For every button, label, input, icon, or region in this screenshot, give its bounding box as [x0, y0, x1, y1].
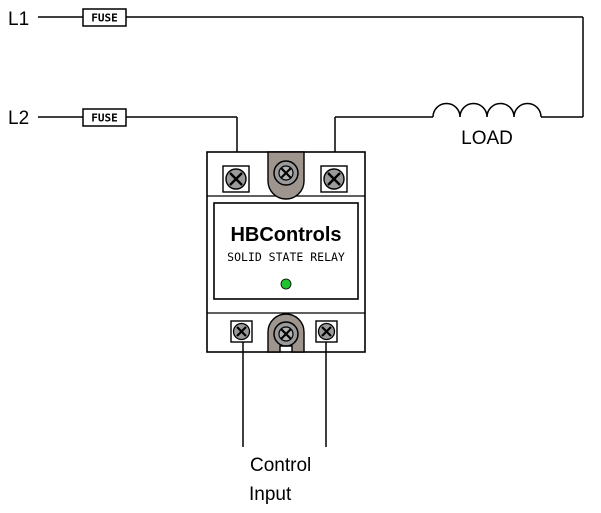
l2-label: L2	[8, 108, 29, 129]
terminal-load-1[interactable]	[222, 165, 250, 193]
terminal-control-1[interactable]	[230, 320, 253, 343]
relay-label-panel	[213, 202, 359, 300]
terminal-control-2[interactable]	[315, 320, 338, 343]
fuse-l1: FUSE	[82, 8, 127, 27]
fuse-l2-label: FUSE	[91, 112, 118, 125]
fuse-l1-label: FUSE	[91, 12, 118, 25]
status-led	[280, 278, 292, 290]
load-inductor	[432, 102, 542, 118]
l1-label: L1	[8, 9, 29, 30]
control-label-line2: Input	[249, 484, 292, 505]
bottom-mount-screw	[273, 321, 299, 347]
relay-brand: HBControls	[230, 224, 341, 246]
load-label: LOAD	[461, 128, 513, 149]
relay-subtitle: SOLID STATE RELAY	[227, 250, 345, 264]
l1-wire	[38, 16, 584, 118]
fuse-l2: FUSE	[82, 108, 127, 127]
control-wires	[242, 342, 327, 447]
control-label-line1: Control	[250, 455, 311, 476]
terminal-load-2[interactable]	[320, 165, 348, 193]
top-mount-screw	[273, 160, 299, 186]
